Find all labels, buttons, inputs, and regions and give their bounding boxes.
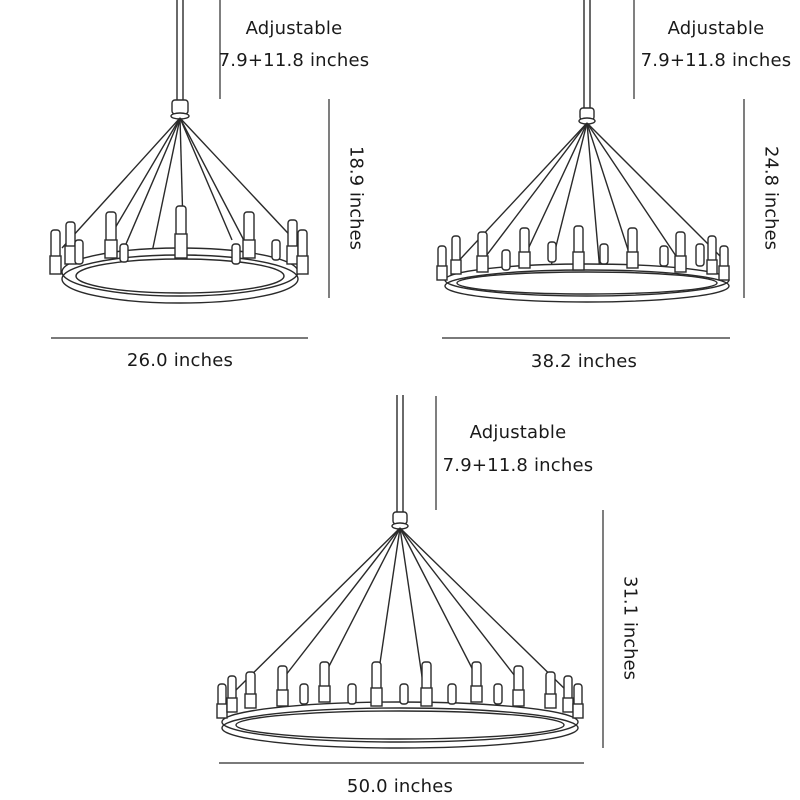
dimension-lines [51,0,745,764]
bulbs-small [49,205,309,275]
adjustable-range-small: 7.9+11.8 inches [218,50,370,71]
height-label-medium: 24.8 inches [760,146,782,250]
adjustable-label-medium: Adjustable [667,18,765,39]
arms-small [61,117,301,263]
adjustable-range-medium: 7.9+11.8 inches [640,50,792,71]
height-label-small: 18.9 inches [345,146,367,250]
chandelier-small [49,0,309,304]
width-label-medium: 38.2 inches [530,351,638,372]
adjustable-label-large: Adjustable [469,422,567,443]
width-label-large: 50.0 inches [346,776,454,797]
bulbs-large [216,661,584,719]
width-label-small: 26.0 inches [126,350,234,371]
chandelier-medium [436,0,730,303]
adjustable-range-large: 7.9+11.8 inches [442,455,594,476]
chandelier-large [216,395,584,749]
arms-large [231,527,571,695]
bulbs-medium [436,225,730,281]
adjustable-label-small: Adjustable [245,18,343,39]
height-label-large: 31.1 inches [619,576,641,680]
